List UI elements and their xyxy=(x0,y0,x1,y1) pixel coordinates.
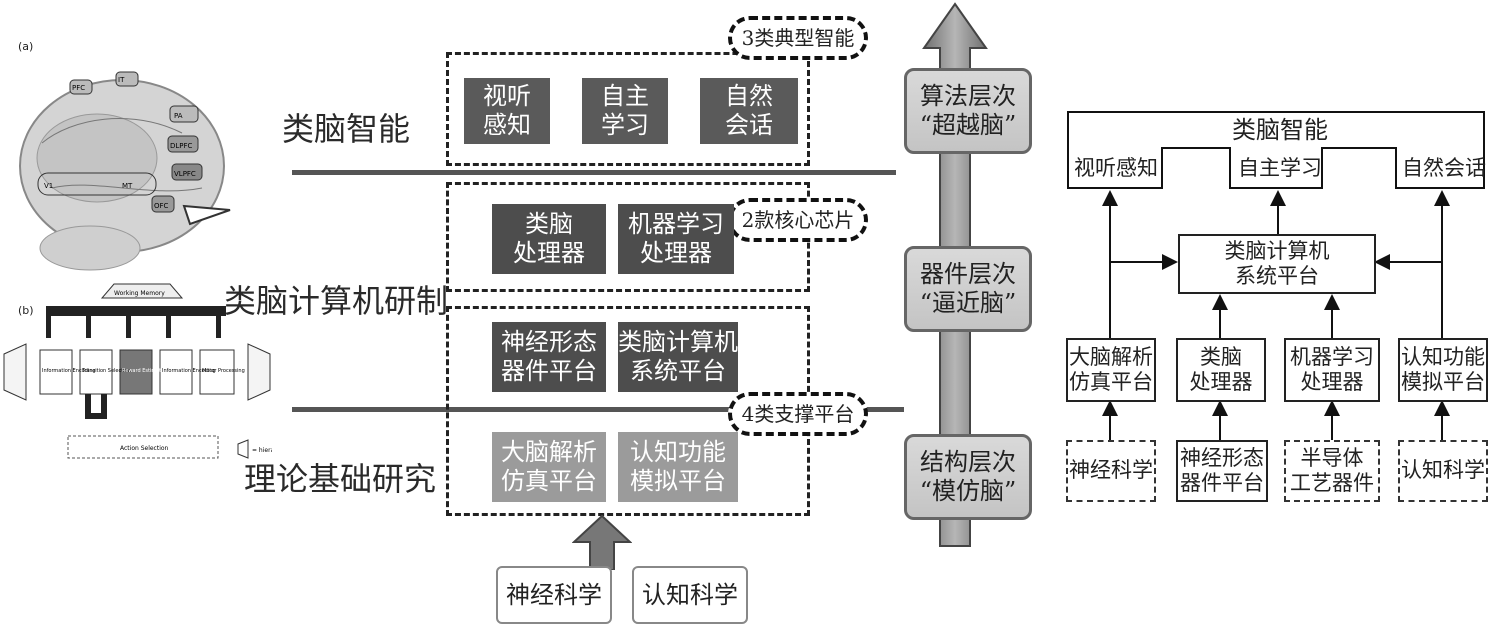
right-foundation-semiconductor: 半导体 工艺器件 xyxy=(1284,440,1380,502)
brain-label-ofc: OFC xyxy=(154,202,169,210)
brain-label-pfc: PFC xyxy=(72,84,85,92)
right-output-dialogue: 自然会话 xyxy=(1402,156,1486,181)
level-label-computer-development: 类脑计算机研制 xyxy=(224,281,449,320)
right-cognitive-simulation: 认知功能 模拟平台 xyxy=(1398,338,1488,402)
box-cognitive-science: 认知科学 xyxy=(632,566,748,624)
tag-core-chips: 2款核心芯片 xyxy=(728,198,868,242)
right-system-platform: 类脑计算机 系统平台 xyxy=(1178,234,1376,294)
right-title-brain-intelligence: 类脑智能 xyxy=(1232,115,1328,144)
level-label-theory-research: 理论基础研究 xyxy=(244,459,437,498)
box-natural-dialogue: 自然 会话 xyxy=(700,78,798,144)
box-brain-processor: 类脑 处理器 xyxy=(492,204,606,274)
right-output-learning: 自主学习 xyxy=(1238,156,1322,181)
right-foundation-neuromorphic: 神经形态 器件平台 xyxy=(1176,440,1268,502)
right-brain-simulation: 大脑解析 仿真平台 xyxy=(1066,338,1156,402)
box-brain-simulation-platform: 大脑解析 仿真平台 xyxy=(492,432,606,502)
arch-label-encoding-2: Information Encoding xyxy=(162,368,216,374)
up-arrow-sciences xyxy=(572,514,632,570)
separator-top xyxy=(292,170,896,175)
box-ml-processor: 机器学习 处理器 xyxy=(618,204,734,274)
panel-a-label: (a) xyxy=(18,40,34,53)
box-computer-system-platform: 类脑计算机 系统平台 xyxy=(618,322,738,392)
right-foundation-cognitive-science: 认知科学 xyxy=(1398,440,1488,502)
stage-algorithm-level: 算法层次 “超越脑” xyxy=(904,68,1032,154)
arch-label-working-memory: Working Memory xyxy=(114,290,165,297)
brain-label-pa: PA xyxy=(174,112,183,120)
separator-bottom xyxy=(292,407,904,412)
arch-label-reward: Reward Estimation xyxy=(122,368,169,374)
arch-label-encoding: Information Encoding xyxy=(42,368,96,374)
right-ml-processor: 机器学习 处理器 xyxy=(1284,338,1380,402)
level-label-brain-intelligence: 类脑智能 xyxy=(282,109,411,148)
right-foundation-neuroscience: 神经科学 xyxy=(1066,440,1156,502)
arch-label-motor: Motor Processing xyxy=(202,368,245,374)
brain-label-it: IT xyxy=(118,76,125,84)
brain-label-vlpfc: VLPFC xyxy=(174,170,196,178)
stage-device-level: 器件层次 “逼近脑” xyxy=(904,246,1032,332)
box-cognitive-simulation-platform: 认知功能 模拟平台 xyxy=(618,432,738,502)
box-autonomous-learning: 自主 学习 xyxy=(582,78,668,144)
brain-label-dlpfc: DLPFC xyxy=(170,142,193,150)
box-perception: 视听 感知 xyxy=(464,78,550,144)
architecture-image: Working Memory Information Encoding Tran… xyxy=(3,283,272,459)
panel-b-label: (b) xyxy=(18,304,34,317)
tag-support-platforms: 4类支撑平台 xyxy=(728,392,868,436)
arch-label-transition: Transition Selection xyxy=(81,368,131,374)
right-diagram-connectors xyxy=(1067,111,1485,454)
group-typical-intelligence xyxy=(446,52,810,166)
right-output-perception: 视听感知 xyxy=(1074,156,1158,181)
stage-structure-level: 结构层次 “模仿脑” xyxy=(904,434,1032,520)
brain-label-mt: MT xyxy=(122,182,133,190)
arch-label-action: Action Selection xyxy=(120,445,169,452)
box-neuromorphic-platform: 神经形态 器件平台 xyxy=(492,322,606,392)
tag-typical-intelligence: 3类典型智能 xyxy=(728,16,868,60)
brain-image: PFC IT PA DLPFC VLPFC OFC MT V1 xyxy=(19,71,231,271)
arch-label-hierarchy: = hierarchy xyxy=(252,447,272,454)
right-brain-processor: 类脑 处理器 xyxy=(1176,338,1266,402)
brain-label-v1: V1 xyxy=(44,182,53,190)
box-neuroscience: 神经科学 xyxy=(496,566,612,624)
